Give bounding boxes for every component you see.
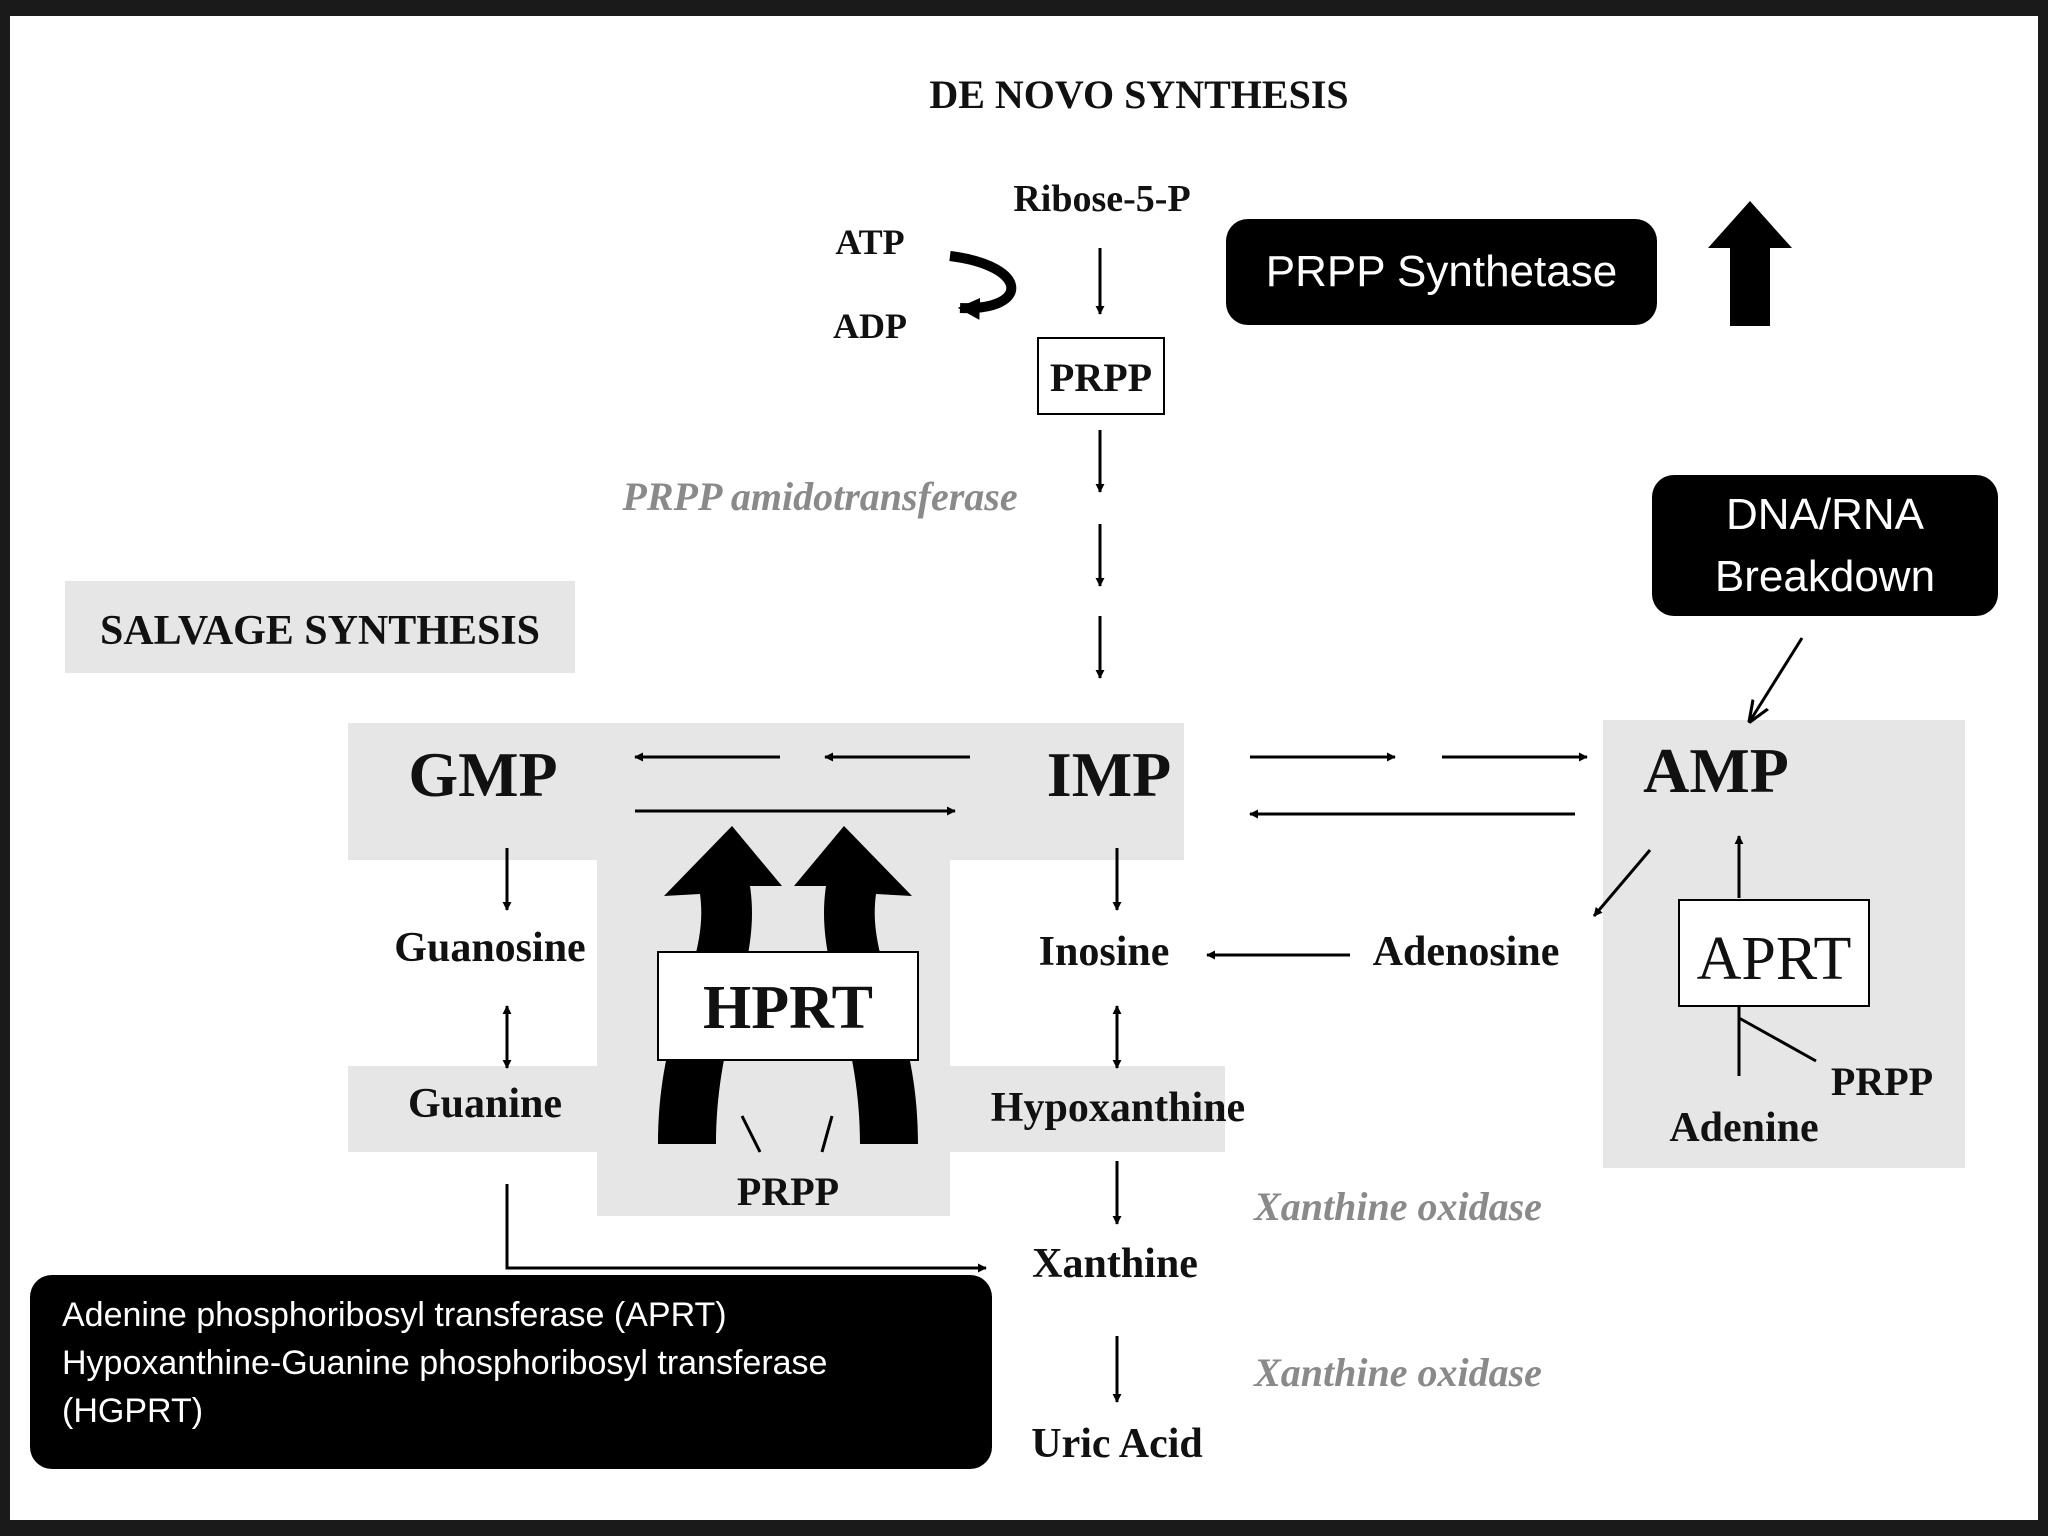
guanine-label: Guanine <box>408 1081 562 1127</box>
de-novo-title: DE NOVO SYNTHESIS <box>929 72 1348 117</box>
atp-adp-curved-arrow <box>949 251 1017 320</box>
aprt-prpp-line <box>1738 1016 1817 1063</box>
xanthine-oxidase-label-1: Xanthine oxidase <box>1252 1184 1542 1229</box>
gmp-label: GMP <box>408 739 557 810</box>
adenine-label: Adenine <box>1669 1105 1818 1151</box>
aprt-box <box>1678 899 1870 1007</box>
hgprt-definition: Hypoxanthine-Guanine phosphoribosyl tran… <box>62 1344 828 1382</box>
slide: DE NOVO SYNTHESIS SALVAGE SYNTHESIS Ribo… <box>10 16 2038 1520</box>
aprt-label: APRT <box>1697 925 1852 993</box>
hgprt-abbrev: (HGPRT) <box>62 1392 204 1430</box>
guanosine-label: Guanosine <box>394 925 585 971</box>
atp-label: ATP <box>835 222 904 262</box>
imp-label: IMP <box>1047 739 1171 810</box>
increase-arrow-icon <box>1708 201 1792 326</box>
arrow-dna-rna-amp <box>1750 637 1804 721</box>
aprt-prpp-label: PRPP <box>1831 1059 1933 1104</box>
hprt-prpp-line-right <box>820 1115 834 1153</box>
hypoxanthine-label: Hypoxanthine <box>991 1085 1245 1131</box>
amp-label: AMP <box>1643 735 1789 806</box>
inosine-label: Inosine <box>1039 929 1170 975</box>
adp-label: ADP <box>833 306 907 346</box>
ribose-5-p-label: Ribose-5-P <box>1013 178 1190 220</box>
prpp-synthetase-callout: PRPP Synthetase <box>1226 219 1657 325</box>
arrow-guanine-xanthine <box>505 1184 987 1273</box>
prpp-box <box>1037 337 1165 415</box>
xanthine-oxidase-label-2: Xanthine oxidase <box>1252 1350 1542 1395</box>
salvage-synthesis-label: SALVAGE SYNTHESIS <box>100 608 540 654</box>
arrow-amp-adenosine <box>1592 849 1652 917</box>
prpp-top-label: PRPP <box>1050 355 1152 400</box>
pathway-diagram: DE NOVO SYNTHESIS SALVAGE SYNTHESIS Ribo… <box>65 72 1965 1467</box>
hprt-prpp-line-left <box>740 1115 762 1153</box>
uric-acid-label: Uric Acid <box>1031 1421 1202 1467</box>
enzyme-definitions-callout: Adenine phosphoribosyl transferase (APRT… <box>30 1275 992 1469</box>
salvage-label-bg <box>65 581 575 673</box>
hprt-box <box>657 951 919 1061</box>
prpp-amidotransferase-label: PRPP amidotransferase <box>621 474 1017 519</box>
hprt-prpp-label: PRPP <box>737 1169 839 1214</box>
dna-rna-line1: DNA/RNA <box>1725 489 1925 539</box>
dna-rna-breakdown-callout: DNA/RNA Breakdown <box>1652 475 1998 616</box>
adenosine-label: Adenosine <box>1373 929 1560 975</box>
xanthine-label: Xanthine <box>1032 1241 1198 1287</box>
hprt-label: HPRT <box>703 974 873 1042</box>
dna-rna-line2: Breakdown <box>1714 551 1936 601</box>
aprt-definition: Adenine phosphoribosyl transferase (APRT… <box>62 1296 727 1334</box>
prpp-synthetase-text: PRPP Synthetase <box>1265 247 1618 296</box>
